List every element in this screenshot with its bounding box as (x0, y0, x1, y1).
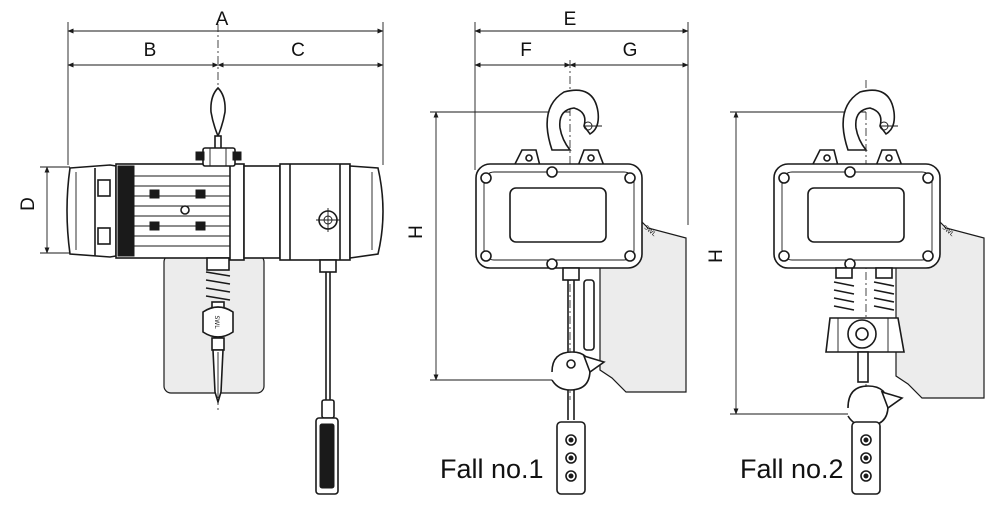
dimension-h-label-fall-1: H (406, 225, 427, 239)
dimension-h-label-fall-2: H (706, 249, 727, 263)
dimension-e-label: E (564, 9, 577, 30)
top-suspension-hook (210, 86, 226, 139)
caption-fall-1: Fall no.1 (440, 454, 544, 484)
dimension-c-label: C (291, 40, 305, 61)
top-hook-fall-1 (546, 89, 600, 151)
dimension-a-label: A (216, 9, 229, 30)
dimension-d-label: D (18, 197, 39, 211)
front-view-fall-1: E F G H SWL (406, 9, 689, 495)
top-hook-fall-2 (842, 89, 896, 151)
hook-block-marking: SWL (213, 315, 220, 329)
front-view-fall-2: H SWL (706, 80, 985, 495)
side-view: A B C D (18, 9, 384, 495)
dimension-b-label: B (144, 40, 157, 61)
caption-fall-2: Fall no.2 (740, 454, 844, 484)
dimension-g-label: G (623, 40, 638, 61)
dimension-f-label: F (520, 40, 532, 61)
